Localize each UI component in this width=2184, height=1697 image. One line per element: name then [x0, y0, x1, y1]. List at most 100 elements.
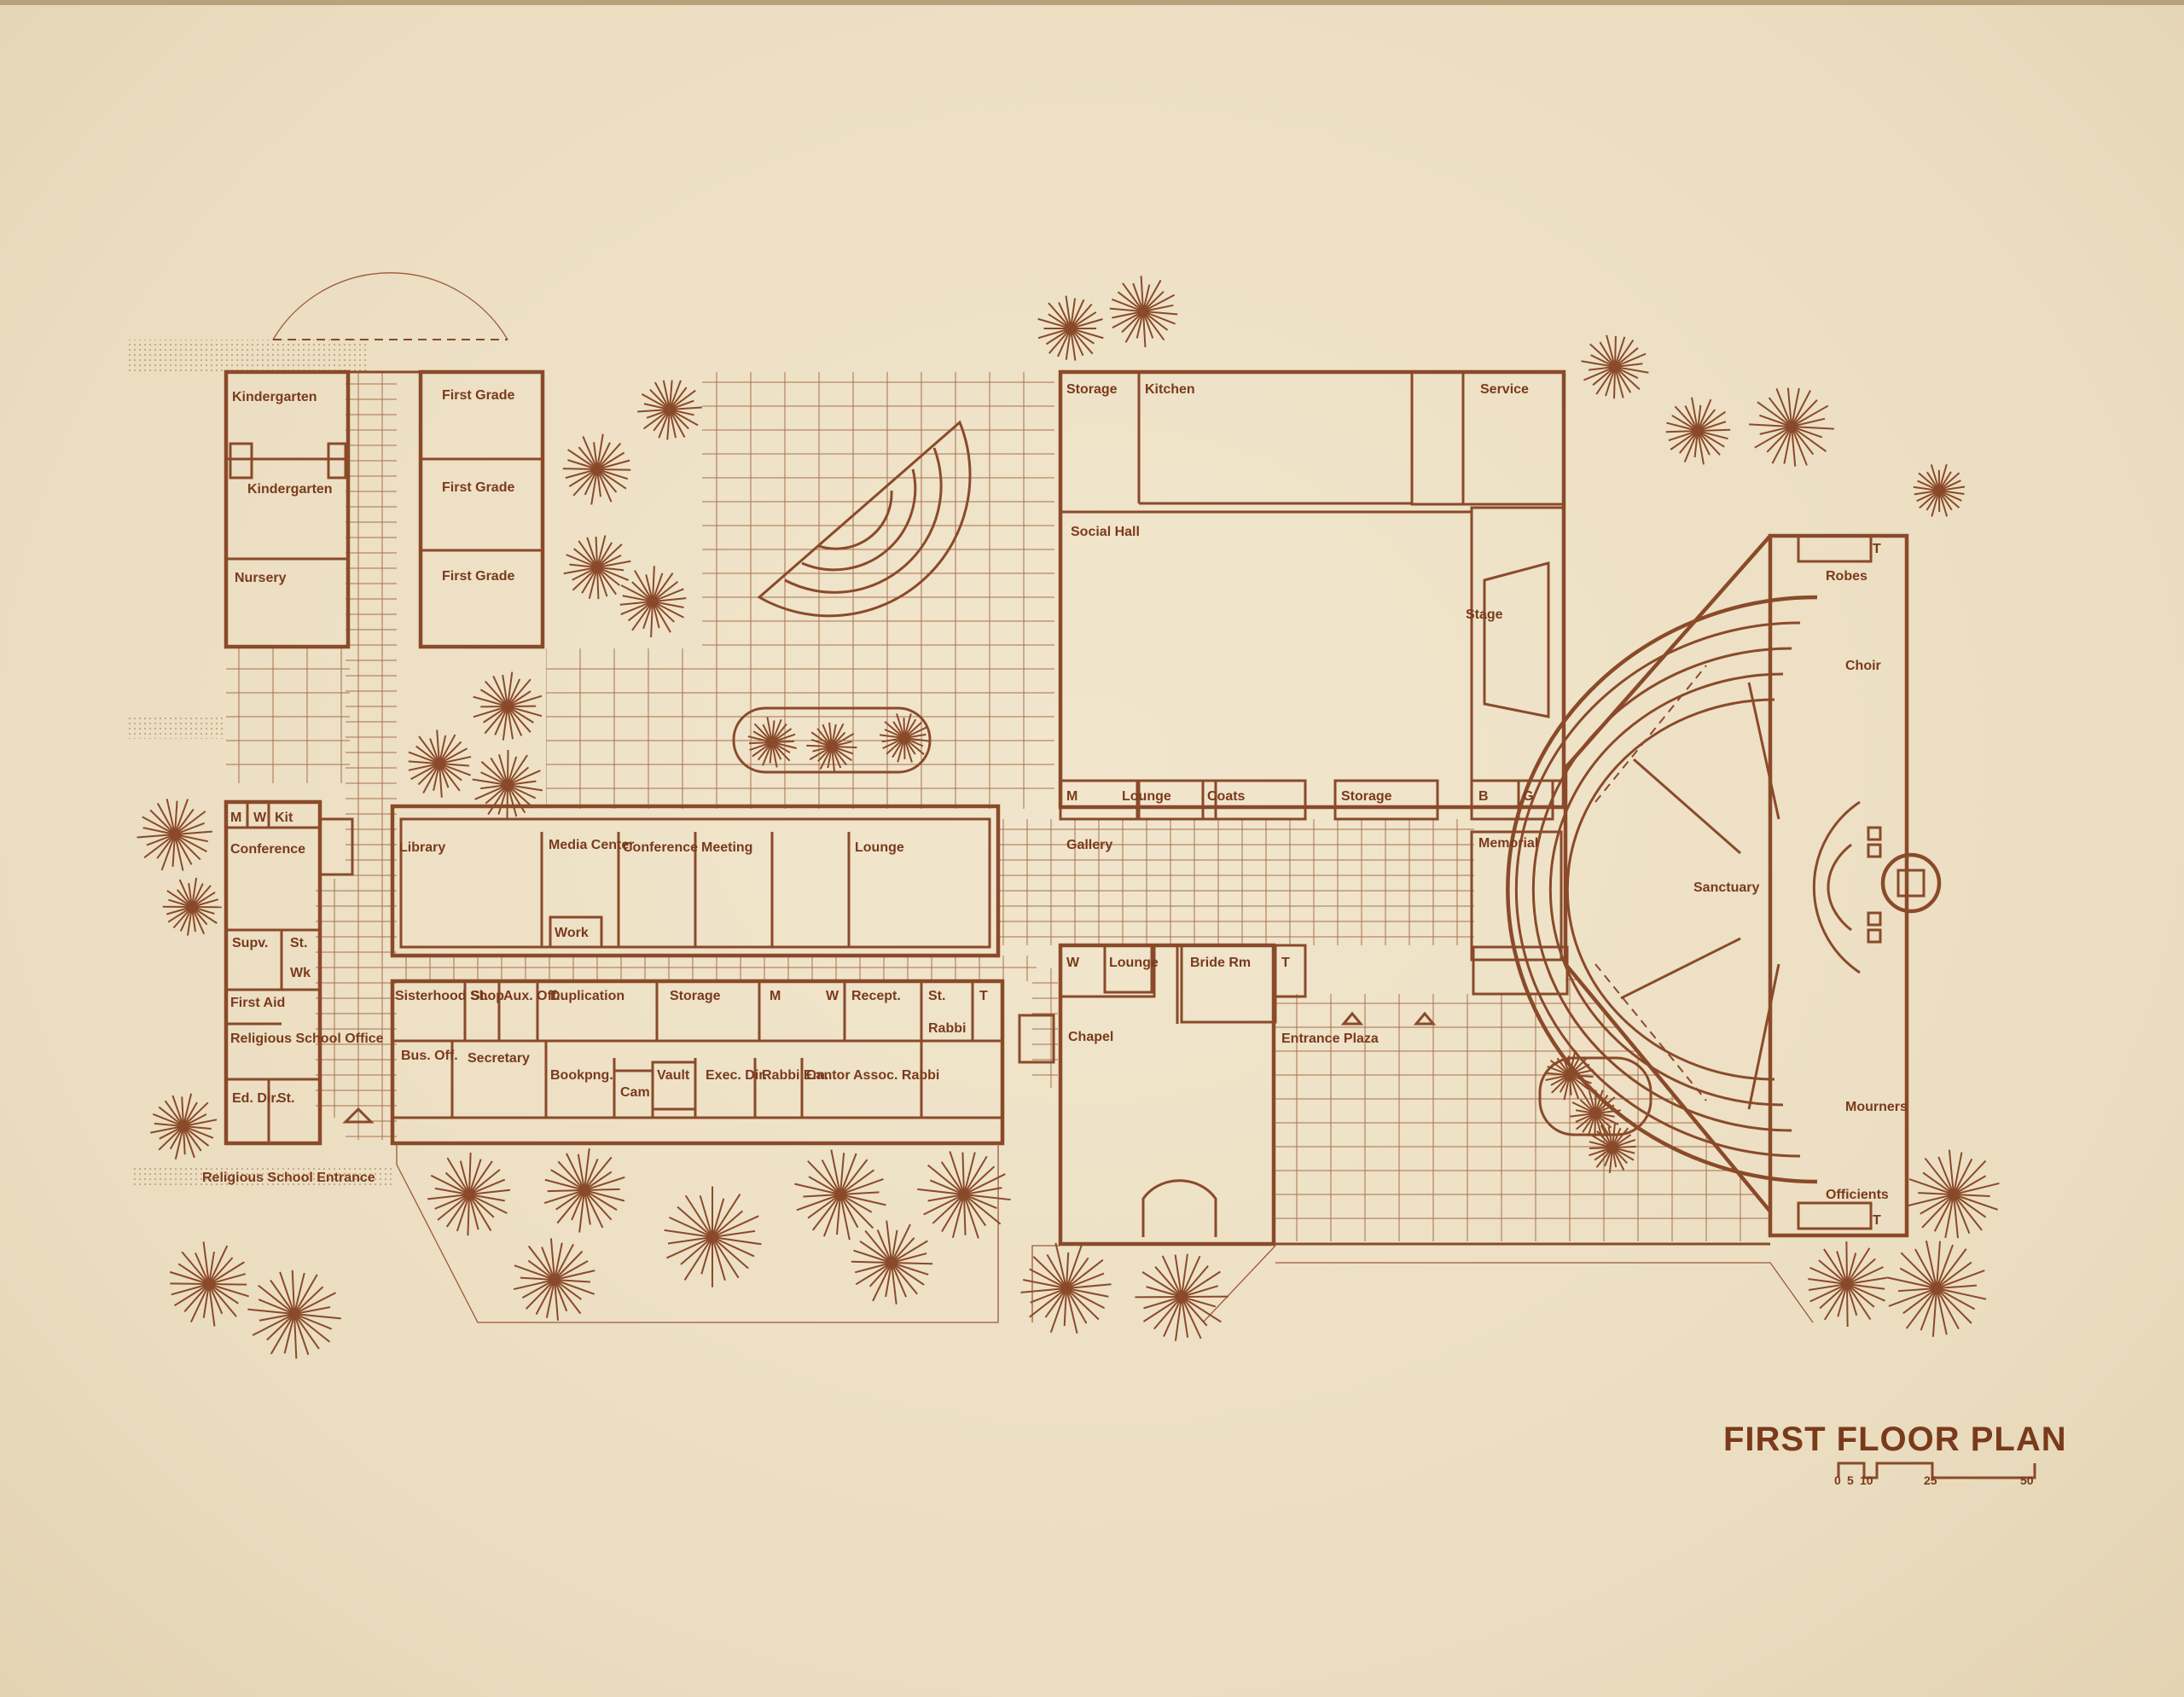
- label-cantor: Cantor: [806, 1068, 851, 1083]
- tree-icon: [247, 1270, 341, 1359]
- tree-icon: [1020, 1242, 1112, 1334]
- label-st-1: St.: [290, 936, 307, 950]
- label-duplication: Duplication: [550, 989, 624, 1003]
- label-b: B: [1478, 789, 1489, 804]
- sanctuary-block: [1506, 533, 1942, 1238]
- label-w: W: [253, 811, 267, 825]
- scale-label-0: 0: [1834, 1473, 1841, 1487]
- title-block: FIRST FLOOR PLAN 0 5 10 25 50: [1723, 1421, 2067, 1487]
- admin-block-west: [224, 799, 322, 1146]
- social-hall-block: [1058, 369, 1566, 821]
- tree-icon: [637, 380, 702, 440]
- label-bookpng: Bookpng.: [550, 1068, 613, 1083]
- tree-icon: [879, 713, 930, 763]
- label-st-2: St.: [277, 1091, 294, 1106]
- label-kindergarten-2: Kindergarten: [247, 482, 333, 497]
- west-wing: [224, 272, 545, 1146]
- label-service: Service: [1480, 382, 1529, 397]
- north-arc: [272, 272, 508, 340]
- tree-icon: [1808, 1241, 1887, 1327]
- tree-icon: [1037, 295, 1104, 361]
- label-t-4: T: [1873, 1213, 1881, 1228]
- label-ed-dir: Ed. Dir.: [232, 1091, 279, 1106]
- label-first-grade-1: First Grade: [442, 388, 514, 403]
- tree-icon: [619, 566, 687, 637]
- label-first-grade-3: First Grade: [442, 569, 514, 584]
- paving: [128, 340, 1770, 1241]
- tree-icon: [150, 1093, 218, 1159]
- label-rabbi: Rabbi: [928, 1021, 966, 1036]
- label-robes: Robes: [1826, 569, 1867, 584]
- tree-icon: [1581, 334, 1649, 399]
- office-wing: [390, 979, 1005, 1146]
- label-choir: Choir: [1845, 659, 1881, 673]
- scale-label-5: 5: [1847, 1473, 1854, 1487]
- officients-stair: [1797, 1201, 1873, 1230]
- scale-label-10: 10: [1860, 1473, 1873, 1487]
- label-g: G: [1523, 789, 1533, 804]
- label-nursery: Nursery: [235, 571, 287, 585]
- scale-bar: [1837, 1462, 2036, 1479]
- courtyard-paving-west: [546, 648, 708, 809]
- label-supv: Supv.: [232, 936, 268, 950]
- tree-icon: [1665, 397, 1731, 465]
- library-wing: [390, 804, 1001, 958]
- tree-icon: [136, 799, 212, 871]
- first-grade-block: [418, 369, 545, 649]
- tree-icon: [664, 1186, 762, 1287]
- tree-icon: [513, 1238, 595, 1321]
- label-meeting: Meeting: [701, 840, 752, 855]
- label-stage: Stage: [1466, 607, 1503, 622]
- label-bride-rm: Bride Rm: [1190, 956, 1251, 970]
- stair-west: [318, 817, 354, 876]
- label-m-2: M: [770, 989, 781, 1003]
- amphitheater: [732, 420, 1653, 1136]
- tree-icon: [1589, 1122, 1636, 1173]
- label-storage-3: Storage: [1341, 789, 1392, 804]
- label-memorial: Memorial: [1478, 836, 1538, 851]
- label-first-grade-2: First Grade: [442, 480, 514, 495]
- label-work: Work: [555, 926, 589, 940]
- label-religious-school-office: Religious School Office: [230, 1032, 384, 1046]
- label-recept: Recept.: [851, 989, 901, 1003]
- scale-label-25: 25: [1924, 1473, 1937, 1487]
- tree-icon: [543, 1148, 625, 1233]
- label-media-center: Media Center: [549, 838, 634, 852]
- stage-apron: [1483, 561, 1550, 718]
- label-kitchen: Kitchen: [1145, 382, 1195, 397]
- tree-icon: [563, 535, 631, 600]
- tree-icon: [1570, 1090, 1621, 1138]
- tree-icon: [169, 1241, 249, 1327]
- label-sanctuary: Sanctuary: [1693, 880, 1759, 895]
- label-religious-school-entrance: Religious School Entrance: [202, 1171, 375, 1185]
- tree-icon: [917, 1151, 1011, 1239]
- tree-icon: [1109, 276, 1178, 347]
- label-first-aid: First Aid: [230, 996, 285, 1010]
- ark-circle: [1880, 852, 1942, 914]
- tree-icon: [427, 1152, 511, 1236]
- entrance-plaza-paving: [1275, 964, 1770, 1241]
- room-labels: Kindergarten Kindergarten Nursery First …: [202, 382, 1908, 1228]
- tree-icon: [1913, 464, 1966, 517]
- label-conference-center: Conference: [623, 840, 698, 855]
- chapel-outline: [1058, 943, 1276, 1247]
- robes-stair: [1797, 534, 1873, 563]
- tree-icon: [794, 1149, 886, 1241]
- central-block: [390, 804, 1055, 1146]
- label-library: Library: [399, 840, 445, 855]
- label-storage-1: Storage: [670, 989, 721, 1003]
- label-cam: Cam: [620, 1085, 650, 1100]
- trees: [136, 276, 2000, 1359]
- paper-edge: [0, 0, 2184, 5]
- tree-icon: [472, 749, 543, 820]
- social-hall-outline: [1058, 369, 1566, 810]
- tree-icon: [851, 1220, 933, 1305]
- label-st-4: St.: [928, 989, 945, 1003]
- tree-icon: [806, 722, 857, 771]
- label-m: M: [230, 811, 241, 825]
- plan-title: FIRST FLOOR PLAN: [1723, 1421, 2067, 1458]
- label-lounge-2: Lounge: [1122, 789, 1171, 804]
- label-w-3: W: [1066, 956, 1080, 970]
- label-sisterhood-shop: Sisterhood Shop: [395, 989, 504, 1003]
